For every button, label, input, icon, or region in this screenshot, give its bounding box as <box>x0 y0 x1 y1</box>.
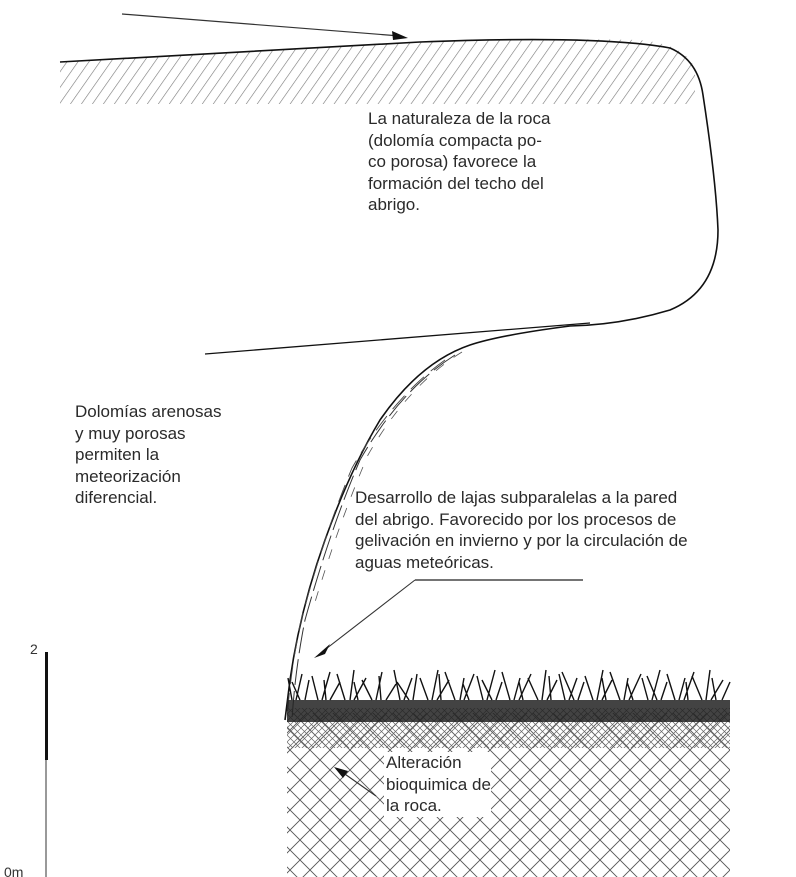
alteration-label: Alteración bioquimica de la roca. <box>384 752 491 817</box>
scale-bar-upper <box>45 652 48 760</box>
scale-bottom-label: 0m <box>4 864 24 877</box>
stratum-boundary-line <box>204 322 591 355</box>
top-arrow-shaft <box>121 13 401 37</box>
roof-profile-line <box>59 38 719 721</box>
slab-development-label: Desarrollo de lajas subparalelas a la pa… <box>355 488 688 572</box>
slab-line-1 <box>291 354 456 721</box>
scale-top-label: 2 <box>30 641 38 657</box>
top-stratum-hatch <box>60 39 695 105</box>
vegetation <box>287 669 731 701</box>
alteration-arrow-shaft <box>341 771 377 797</box>
soil-top-band <box>287 700 730 722</box>
slab-line-3 <box>311 351 463 613</box>
roof-formation-label: La naturaleza de la roca (dolomía compac… <box>368 109 551 214</box>
slab-arrow-head <box>314 644 330 658</box>
alteration-arrow-head <box>334 767 348 778</box>
porous-dolomite-label: Dolomías arenosas y muy porosas permiten… <box>75 402 222 507</box>
top-arrow-head <box>392 31 408 40</box>
slab-arrow-shaft <box>321 579 416 653</box>
slab-line-2 <box>286 359 446 721</box>
